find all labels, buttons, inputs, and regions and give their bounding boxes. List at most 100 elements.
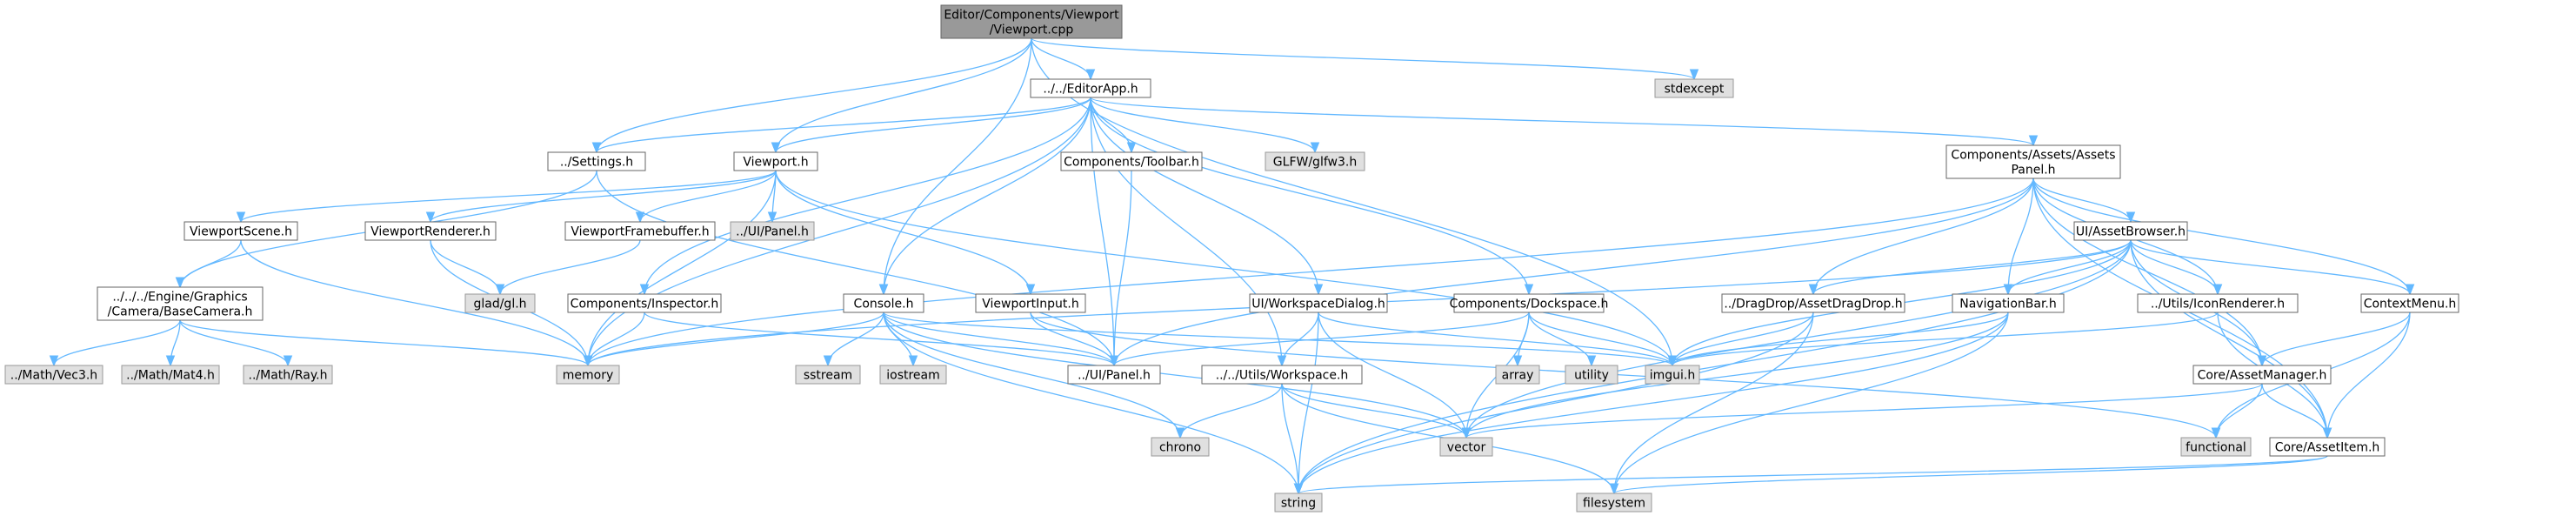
node-label: UI/WorkspaceDialog.h	[1251, 298, 1385, 312]
edge-console-to-imgui	[883, 312, 1672, 366]
node-box	[2180, 437, 2252, 457]
edge-workspace-to-chrono	[1180, 383, 1283, 439]
edge-assets-panel-to-dragdrop	[1813, 178, 2034, 294]
node-label: ../../EditorApp.h	[1043, 83, 1138, 97]
node-viewport-cpp[interactable]: Editor/Components/Viewport/Viewport.cpp	[940, 4, 1123, 39]
node-box	[564, 221, 716, 241]
node-viewport-scene[interactable]: ViewportScene.h	[184, 221, 298, 241]
edge-asset-manager-to-asset-item	[2261, 383, 2327, 439]
edge-viewport-input-to-functional	[1030, 312, 2216, 439]
edge-asset-browser-to-vector	[1466, 239, 2132, 438]
node-label: sstream	[804, 369, 852, 383]
edge-inspector-to-ui-panel	[644, 312, 1114, 366]
node-box	[1721, 293, 1905, 313]
edge-asset-browser-to-dragdrop	[1813, 239, 2132, 295]
node-console[interactable]: Console.h	[843, 293, 924, 313]
node-asset-item[interactable]: Core/AssetItem.h	[2269, 437, 2386, 457]
node-label: Console.h	[854, 298, 914, 312]
edge-navbar-to-vector	[1466, 312, 2009, 438]
node-label: /Viewport.cpp	[990, 23, 1074, 37]
edge-base-camera-to-memory	[179, 319, 588, 366]
node-dockspace[interactable]: Components/Dockspace.h	[1450, 293, 1609, 313]
node-asset-browser[interactable]: UI/AssetBrowser.h	[2073, 221, 2188, 241]
edge-assets-panel-to-context-menu	[2032, 178, 2410, 294]
edge-settings-to-ui-panel	[596, 170, 1114, 365]
node-box	[121, 365, 220, 385]
edge-context-menu-to-asset-manager	[2262, 312, 2411, 366]
edge-asset-browser-to-asset-item	[2130, 239, 2327, 438]
node-toolbar[interactable]: Components/Toolbar.h	[1060, 151, 1203, 171]
node-memory: memory	[556, 365, 620, 385]
node-label: utility	[1574, 369, 1609, 383]
node-base-camera[interactable]: ../../../Engine/Graphics/Camera/BaseCame…	[97, 286, 264, 321]
node-workspace-dialog[interactable]: UI/WorkspaceDialog.h	[1249, 293, 1388, 313]
edge-editorapp-to-dockspace	[1090, 97, 1529, 294]
node-glad: glad/gl.h	[464, 293, 536, 313]
node-box	[464, 293, 536, 313]
node-context-menu[interactable]: ContextMenu.h	[2360, 293, 2459, 313]
edge-asset-manager-to-functional	[2216, 383, 2263, 439]
node-vector: vector	[1439, 437, 1493, 457]
node-label: iostream	[886, 369, 940, 383]
node-box	[879, 365, 947, 385]
node-label: ../Settings.h	[560, 156, 633, 170]
node-label: ViewportScene.h	[190, 225, 292, 239]
node-settings[interactable]: ../Settings.h	[547, 151, 646, 171]
node-viewport-renderer[interactable]: ViewportRenderer.h	[364, 221, 497, 241]
edge-asset-browser-to-navbar	[2008, 239, 2132, 295]
node-box	[547, 151, 646, 171]
node-box	[730, 221, 815, 241]
edge-workspace-to-string	[1281, 383, 1298, 493]
edge-editorapp-to-workspace-dialog	[1090, 97, 1318, 294]
node-box	[975, 293, 1086, 313]
edge-editorapp-to-viewport-h	[776, 97, 1091, 153]
node-functional: functional	[2180, 437, 2252, 457]
edge-asset-browser-to-context-menu	[2130, 239, 2410, 295]
node-label: Editor/Components/Viewport	[944, 9, 1119, 23]
node-label: Panel.h	[2011, 164, 2055, 178]
edge-base-camera-to-ray	[179, 319, 288, 366]
node-label: string	[1281, 497, 1316, 511]
edge-viewport-h-to-viewport-fb	[640, 170, 777, 223]
nodes-layer: Editor/Components/Viewport/Viewport.cpp.…	[4, 4, 2459, 513]
node-editorapp[interactable]: ../../EditorApp.h	[1030, 78, 1151, 98]
node-navbar[interactable]: NavigationBar.h	[1952, 293, 2065, 313]
node-label: vector	[1447, 441, 1486, 455]
node-dragdrop[interactable]: ../DragDrop/AssetDragDrop.h	[1721, 293, 1905, 313]
edge-viewport-cpp-to-editorapp	[1031, 37, 1091, 80]
node-box	[733, 151, 818, 171]
node-box	[1576, 493, 1652, 513]
node-label: ViewportFramebuffer.h	[571, 225, 709, 239]
node-viewport-fb[interactable]: ViewportFramebuffer.h	[564, 221, 716, 241]
edge-base-camera-to-mat4	[170, 319, 181, 365]
node-label: ../UI/Panel.h	[1078, 369, 1151, 383]
edge-viewport-h-to-imgui	[775, 170, 1672, 365]
node-box	[2360, 293, 2459, 313]
edge-viewport-input-to-ui-panel	[1030, 312, 1114, 366]
node-box	[1201, 365, 1363, 385]
node-inspector[interactable]: Components/Inspector.h	[567, 293, 722, 313]
edge-viewport-renderer-to-glad	[430, 239, 500, 295]
node-sstream: sstream	[795, 365, 861, 385]
node-asset-manager[interactable]: Core/AssetManager.h	[2192, 365, 2332, 385]
edge-editorapp-to-console	[884, 97, 1091, 294]
edge-editorapp-to-workspace	[1090, 97, 1282, 365]
edge-viewport-cpp-to-console	[884, 37, 1032, 294]
edge-editorapp-to-toolbar	[1090, 97, 1131, 153]
node-label: memory	[563, 369, 614, 383]
node-ui-panel[interactable]: ../UI/Panel.h	[1067, 365, 1161, 385]
edge-assets-panel-to-memory	[588, 178, 2034, 365]
edge-viewport-h-to-memory	[588, 170, 777, 365]
edge-workspace-dialog-to-imgui	[1318, 312, 1672, 366]
node-label: imgui.h	[1650, 369, 1696, 383]
edge-console-to-chrono	[883, 312, 1180, 438]
node-viewport-h[interactable]: Viewport.h	[733, 151, 818, 171]
edge-editorapp-to-ui-panel	[1090, 97, 1114, 365]
node-box	[2137, 293, 2299, 313]
node-filesystem: filesystem	[1576, 493, 1652, 513]
node-icon-renderer[interactable]: ../Utils/IconRenderer.h	[2137, 293, 2299, 313]
node-workspace[interactable]: ../../Utils/Workspace.h	[1201, 365, 1363, 385]
node-box	[1495, 365, 1540, 385]
node-viewport-input[interactable]: ViewportInput.h	[975, 293, 1086, 313]
